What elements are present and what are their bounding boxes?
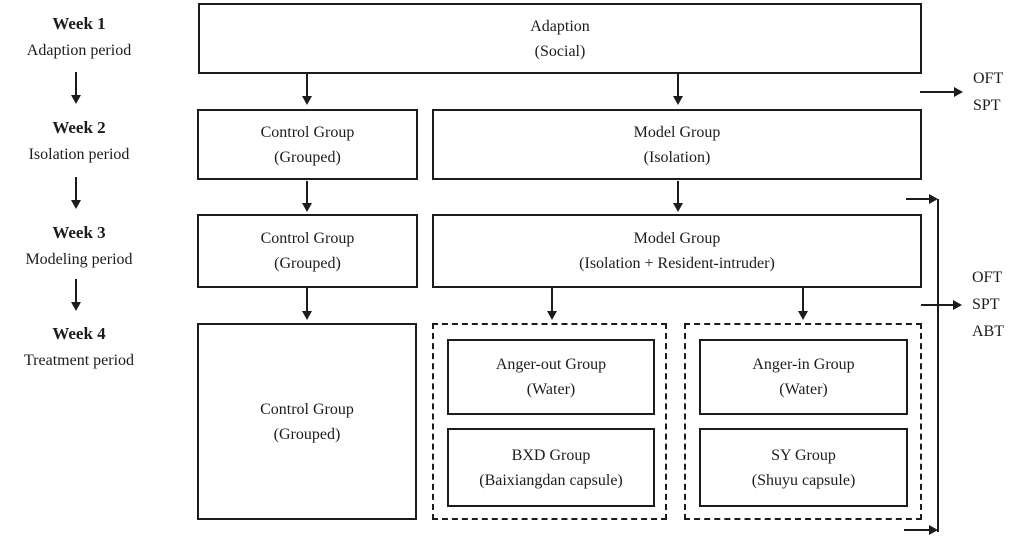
box-sy-line1: SY Group [771, 446, 836, 464]
timeline-week2-label: Week 2 Isolation period [0, 114, 158, 168]
arrow-week3-control-to-week4-control-icon [306, 288, 308, 312]
week3-subtitle: Modeling period [25, 251, 133, 268]
timeline-week4-label: Week 4 Treatment period [0, 320, 158, 374]
tests-arrow-after-treatment-icon [921, 304, 954, 306]
arrow-week3-model-to-anger-out-icon [551, 288, 553, 312]
week2-subtitle: Isolation period [28, 146, 130, 163]
week2-title: Week 2 [52, 118, 106, 137]
test-label-spt: SPT [973, 97, 1001, 114]
box-anger-out: Anger-out Group (Water) [447, 339, 655, 415]
box-week2-control-line1: Control Group [260, 123, 355, 141]
test-label-oft: OFT [973, 70, 1004, 87]
collector-top-arrow-icon [906, 198, 930, 200]
arrow-week2-model-to-week3-model-icon [677, 181, 679, 204]
collector-line [937, 199, 939, 532]
week3-title: Week 3 [52, 223, 106, 242]
tests-after-week1: OFT SPT [973, 65, 1003, 119]
box-week2-control-line2: (Grouped) [274, 148, 341, 166]
test-label-oft-2: OFT [972, 269, 1003, 286]
week1-title: Week 1 [52, 14, 106, 33]
arrow-adaption-to-model-icon [677, 74, 679, 97]
timeline-week3-label: Week 3 Modeling period [0, 219, 158, 273]
box-week2-model-line2: (Isolation) [643, 148, 711, 166]
box-adaption-line2: (Social) [534, 42, 586, 60]
box-week4-control-line1: Control Group [260, 400, 354, 418]
tests-after-treatment: OFT SPT ABT [972, 264, 1004, 345]
box-adaption: Adaption (Social) [198, 3, 922, 74]
arrow-week3-model-to-anger-in-icon [802, 288, 804, 312]
box-week3-model-line1: Model Group [633, 230, 721, 247]
timeline-arrow-week1-week2-icon [75, 72, 77, 96]
box-anger-out-line2: (Water) [526, 381, 576, 398]
box-sy-line2: (Shuyu capsule) [751, 471, 856, 489]
box-anger-out-line1: Anger-out Group [495, 356, 607, 373]
box-anger-in-line2: (Water) [779, 381, 828, 398]
box-sy: SY Group (Shuyu capsule) [699, 428, 908, 507]
test-label-spt-2: SPT [972, 296, 1000, 313]
week4-title: Week 4 [52, 324, 106, 343]
box-week3-model: Model Group (Isolation + Resident-intrud… [432, 214, 922, 288]
timeline-arrow-week3-week4-icon [75, 279, 77, 303]
box-bxd: BXD Group (Baixiangdan capsule) [447, 428, 655, 507]
arrow-week2-control-to-week3-control-icon [306, 181, 308, 204]
timeline-week1-label: Week 1 Adaption period [0, 10, 158, 64]
box-anger-in-line1: Anger-in Group [752, 356, 855, 373]
box-bxd-line2: (Baixiangdan capsule) [479, 471, 623, 489]
week4-subtitle: Treatment period [23, 352, 135, 369]
box-week2-model: Model Group (Isolation) [432, 109, 922, 180]
box-week4-control: Control Group (Grouped) [197, 323, 417, 520]
box-week3-control-line2: (Grouped) [274, 255, 341, 272]
tests-arrow-after-week1-icon [920, 91, 955, 93]
box-week3-control: Control Group (Grouped) [197, 214, 418, 288]
test-label-abt: ABT [972, 323, 1004, 340]
box-week4-control-line2: (Grouped) [273, 425, 341, 443]
box-anger-in: Anger-in Group (Water) [699, 339, 908, 415]
arrow-adaption-to-control-icon [306, 74, 308, 97]
box-week3-model-line2: (Isolation + Resident-intruder) [579, 255, 775, 272]
box-week2-model-line1: Model Group [633, 123, 721, 141]
week1-subtitle: Adaption period [26, 42, 132, 59]
box-week2-control: Control Group (Grouped) [197, 109, 418, 180]
box-bxd-line1: BXD Group [511, 446, 591, 464]
timeline-arrow-week2-week3-icon [75, 177, 77, 201]
collector-bottom-arrow-icon [904, 529, 930, 531]
box-week3-control-line1: Control Group [260, 230, 355, 247]
box-adaption-line1: Adaption [530, 17, 590, 35]
